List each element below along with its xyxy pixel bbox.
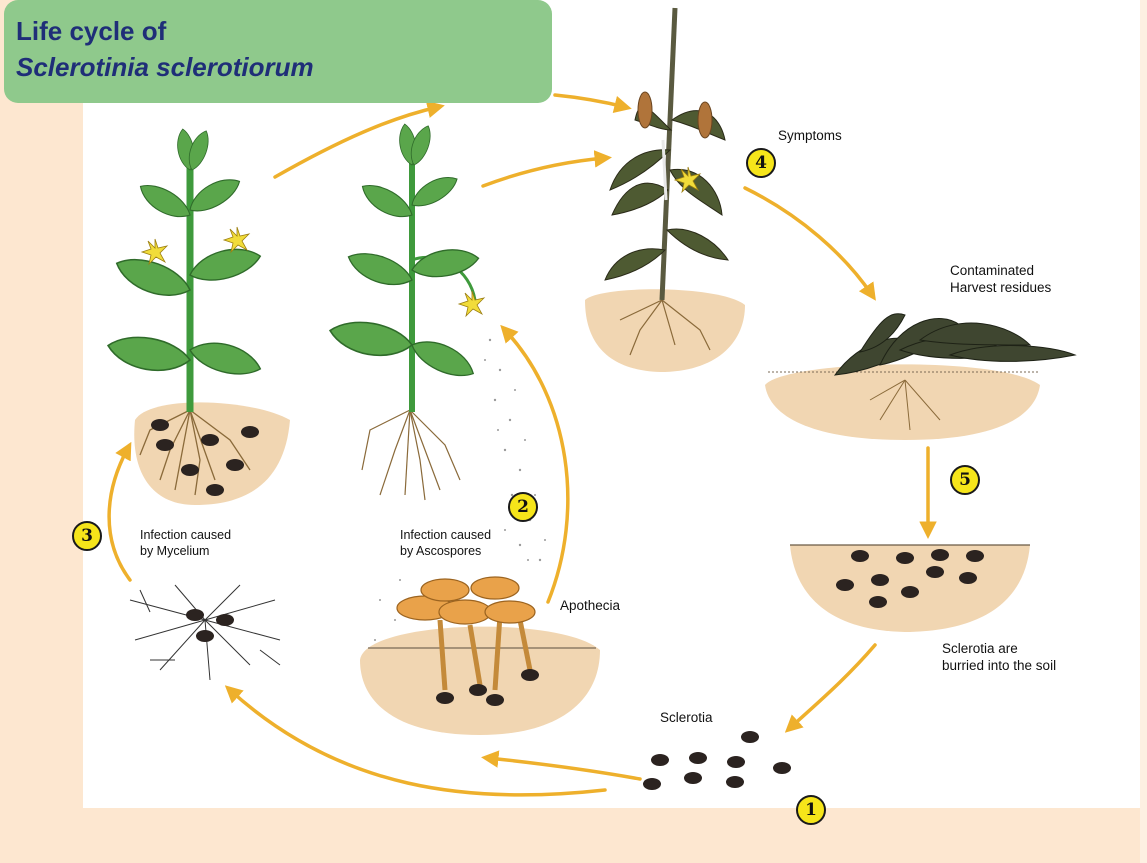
plant-ascospore-infection	[327, 123, 546, 641]
leaves	[327, 123, 480, 384]
label-contaminated: Contaminated	[950, 262, 1034, 279]
flower	[459, 291, 484, 316]
step-badge-4: 4	[746, 148, 776, 178]
leaves	[105, 128, 264, 381]
plant-mycelium-infection	[105, 128, 290, 505]
roots	[362, 410, 460, 500]
arrow-buried-to-sclerotia	[790, 645, 875, 728]
label-infection-mycelium-1: Infection caused	[140, 527, 231, 544]
label-harvest-residues: Harvest residues	[950, 279, 1051, 296]
arrow-symptoms-to-residues	[745, 188, 872, 295]
buried-sclerotia	[790, 545, 1030, 632]
label-infection-mycelium-2: by Mycelium	[140, 543, 209, 560]
arrow-title-to-symptoms	[555, 95, 625, 107]
apothecia-cups	[397, 577, 535, 624]
soil-mound	[765, 364, 1040, 440]
step-badge-1: 1	[796, 795, 826, 825]
arrow-mycelium-to-plant1	[109, 448, 130, 580]
loose-sclerotia	[643, 731, 791, 790]
arrow-apothecia-to-plant2	[505, 330, 568, 602]
arrow-plant2-to-symptoms	[483, 158, 605, 186]
label-sclerotia: Sclerotia	[660, 709, 713, 726]
label-apothecia: Apothecia	[560, 597, 620, 614]
title-box: Life cycle of Sclerotinia sclerotiorum	[4, 0, 552, 103]
diagram-title: Life cycle of	[16, 16, 166, 47]
step-badge-3: 3	[72, 521, 102, 551]
arrow-sclerotia-to-apothecia	[488, 758, 640, 779]
mycelium	[130, 585, 280, 680]
step-badge-2: 2	[508, 492, 538, 522]
label-sclerotia-are: Sclerotia are	[942, 640, 1018, 657]
flower	[224, 227, 249, 252]
label-infection-ascospores-1: Infection caused	[400, 527, 491, 544]
label-symptoms: Symptoms	[778, 127, 842, 144]
label-infection-ascospores-2: by Ascospores	[400, 543, 481, 560]
step-badge-5: 5	[950, 465, 980, 495]
dead-leaves	[835, 314, 1075, 375]
label-burried-soil: burried into the soil	[942, 657, 1056, 674]
symptoms-plant	[585, 8, 745, 372]
harvest-residues	[765, 314, 1075, 440]
organism-name: Sclerotinia sclerotiorum	[16, 52, 314, 83]
